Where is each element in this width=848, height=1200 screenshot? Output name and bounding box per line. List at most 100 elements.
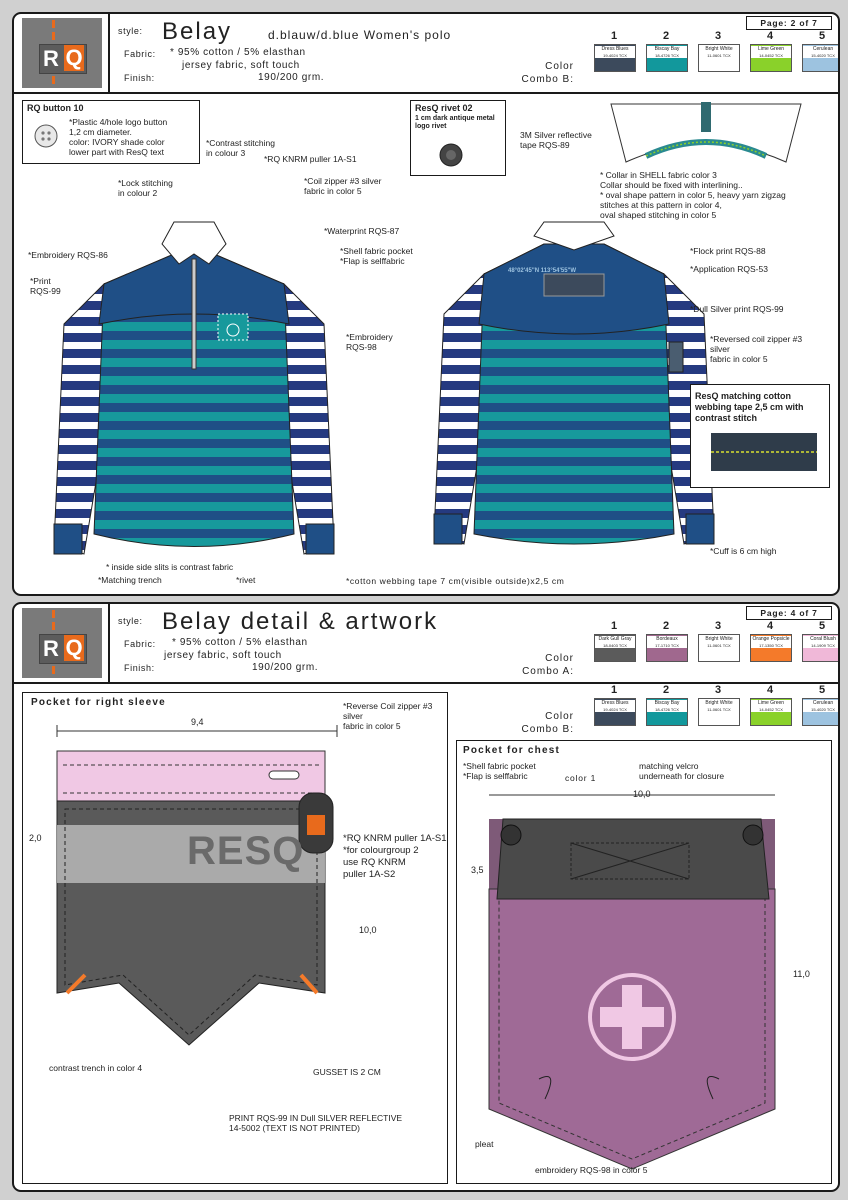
- swatch-color-name: Cerulean: [803, 46, 838, 53]
- webbing-spec-title: ResQ matching cotton webbing tape 2,5 cm…: [695, 391, 804, 423]
- fabric-weight: 190/200 grm.: [258, 72, 325, 83]
- swatch-color-code: 15-4020 TCX: [803, 53, 838, 58]
- sleeve-pocket-title: Pocket for right sleeve: [31, 697, 166, 708]
- finish-label: Finish:: [124, 663, 155, 673]
- back-polo-drawing: [433, 221, 715, 545]
- webbing-tape-note: *cotton webbing tape 7 cm(visible outsid…: [346, 576, 565, 586]
- color-label: Color: [545, 711, 574, 722]
- front-polo-drawing: [53, 221, 335, 555]
- sleeve-pocket-drawing: [56, 725, 338, 1046]
- swatch-color-code: 17-1710 TCX: [647, 643, 687, 648]
- page-number: Page: 4 of 7: [746, 606, 832, 620]
- sleeve-pocket-dim-left: 2,0: [29, 833, 42, 843]
- application-note: *Application RQS-53: [690, 264, 768, 274]
- combo-number: 5: [818, 620, 826, 632]
- contrast-trench-note: contrast trench in color 4: [49, 1063, 143, 1073]
- page-subtitle: d.blauw/d.blue Women's polo: [268, 28, 452, 42]
- swatch-color-name: Biscay Bay: [647, 700, 687, 707]
- combo-number: 4: [766, 30, 774, 42]
- combo-b-label: Combo B:: [521, 74, 574, 85]
- print-rqs-99-note: PRINT RQS-99 IN Dull SILVER REFLECTIVE 1…: [229, 1113, 403, 1133]
- reflective-tape-note: 3M Silver reflective tape RQS-89: [520, 130, 592, 150]
- combo-number: 2: [662, 620, 670, 632]
- swatch-color-code: 15-4020 TCX: [803, 707, 838, 712]
- chest-pocket-height: 11,0: [793, 969, 810, 979]
- swatch-color-code: 18-0403 TCX: [595, 643, 635, 648]
- button-spec-box: RQ button 10 *Plastic 4/hole logo button…: [22, 100, 200, 164]
- rivet-spec-text: 1 cm dark antique metal logo rivet: [415, 115, 495, 130]
- swatch-color-name: Bright White: [699, 700, 739, 707]
- knrm-puller-note: *RQ KNRM puller 1A-S1: [264, 154, 357, 164]
- flock-print-note: *Flock print RQS-88: [690, 246, 766, 256]
- embroidery-86-note: *Embroidery RQS-86: [28, 250, 108, 260]
- fabric-composition: * 95% cotton / 5% elasthan: [172, 637, 308, 648]
- swatch-color-name: Lime Green: [751, 46, 791, 53]
- fabric-label: Fabric:: [124, 639, 156, 649]
- shell-fabric-note: *Shell fabric pocket *Flap is selffabric: [463, 761, 536, 781]
- color-label: Color: [545, 653, 574, 664]
- finish-label: Finish:: [124, 73, 155, 83]
- swatch-color-code: 19-4024 TCX: [595, 707, 635, 712]
- fabric-type: jersey fabric, soft touch: [182, 60, 300, 71]
- swatch-color-name: Orange Popsicle: [751, 636, 791, 643]
- pleat-note: pleat: [475, 1139, 494, 1149]
- page-title: Belay detail & artwork: [162, 608, 439, 635]
- swatch-color-code: 19-4024 TCX: [595, 53, 635, 58]
- knrm-puller-note: *RQ KNRM puller 1A-S1 *for colourgroup 2…: [343, 833, 447, 880]
- swatch-color-name: Dress Blues: [595, 46, 635, 53]
- swatch-color-code: 14-0452 TCX: [751, 53, 791, 58]
- swatch-color-code: 17-1350 TCX: [751, 643, 791, 648]
- combo-b-label: Combo B:: [521, 724, 574, 735]
- combo-number: 4: [766, 684, 774, 696]
- fabric-type: jersey fabric, soft touch: [164, 650, 282, 661]
- swatch-color-name: Bordeaux: [647, 636, 687, 643]
- webbing-tape-swatch: [711, 433, 817, 471]
- color-1-note: color 1: [565, 773, 597, 783]
- sleeve-pocket-width: 9,4: [191, 717, 204, 727]
- chest-pocket-title: Pocket for chest: [463, 745, 561, 756]
- combo-number: 3: [714, 620, 722, 632]
- color-label: Color: [545, 61, 574, 72]
- webbing-spec-box: ResQ matching cotton webbing tape 2,5 cm…: [690, 384, 830, 488]
- velcro-note: matching velcro underneath for closure: [639, 761, 725, 781]
- collar-detail-drawing: [610, 102, 802, 163]
- embroidery-note: embroidery RQS-98 in color 5: [535, 1165, 648, 1175]
- gusset-note: GUSSET IS 2 CM: [313, 1067, 381, 1077]
- dull-silver-note: *Dull Silver print RQS-99: [690, 304, 784, 314]
- swatch-color-code: 11-0601 TCX: [699, 53, 739, 58]
- reverse-zipper-note: *Reverse Coil zipper #3 silver fabric in…: [343, 701, 433, 731]
- logo-button-icon: [34, 124, 58, 148]
- swatch-color-code: 11-0601 TCX: [699, 707, 739, 712]
- fabric-composition: * 95% cotton / 5% elasthan: [170, 47, 306, 58]
- lock-stitching-note: *Lock stitching in colour 2: [118, 178, 173, 198]
- rivet-note: *rivet: [236, 575, 256, 585]
- button-spec-title: RQ button 10: [27, 103, 84, 113]
- combo-number: 5: [818, 684, 826, 696]
- cuff-note: *Cuff is 6 cm high: [710, 546, 777, 556]
- waterprint-note: *Waterprint RQS-87: [324, 226, 400, 236]
- combo-number: 1: [610, 30, 618, 42]
- combo-number: 3: [714, 684, 722, 696]
- swatch-color-code: 14-1909 TCX: [803, 643, 838, 648]
- combo-number: 4: [766, 620, 774, 632]
- swatch-color-name: Cerulean: [803, 700, 838, 707]
- combo-number: 1: [610, 620, 618, 632]
- color-combo-b-label: Color Combo B:: [484, 710, 574, 736]
- page-number: Page: 2 of 7: [746, 16, 832, 30]
- rivet-icon: [439, 143, 463, 167]
- chest-pocket-width: 10,0: [633, 789, 651, 799]
